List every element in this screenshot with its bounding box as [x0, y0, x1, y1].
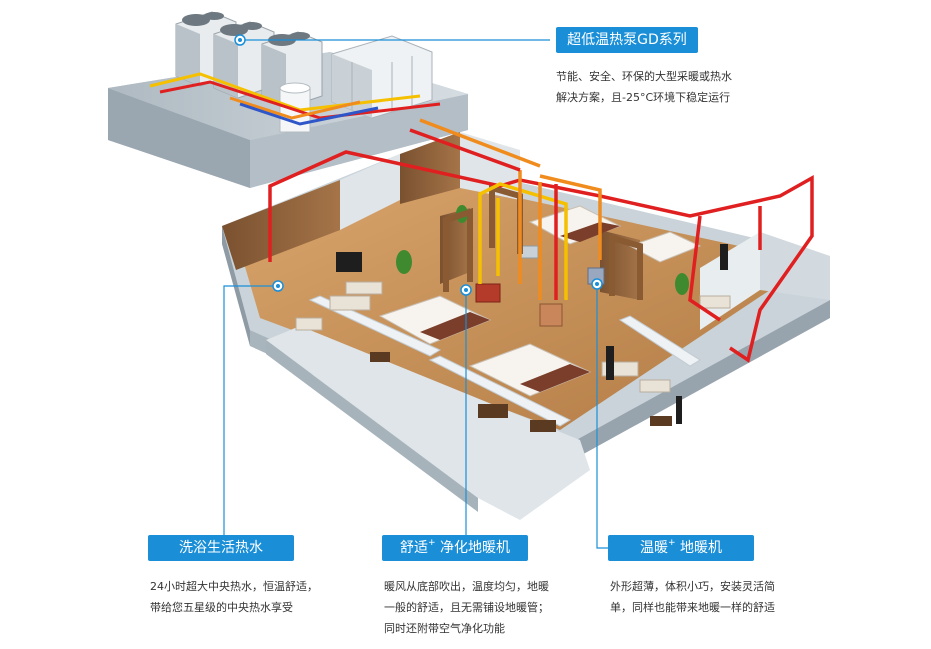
callout-title-sup: + — [668, 538, 676, 548]
building-pipes — [268, 118, 814, 363]
callout-title-comfort-heater: 舒适+ 净化地暖机 — [382, 535, 528, 561]
desc-line: 单，同样也能带来地暖一样的舒适 — [610, 601, 775, 614]
callout-desc-bath-hot-water: 24小时超大中央热水，恒温舒适， 带给您五星级的中央热水享受 — [150, 576, 318, 618]
plant — [396, 205, 689, 295]
television — [336, 244, 728, 424]
desc-line: 24小时超大中央热水，恒温舒适， — [150, 580, 318, 593]
desc-line: 同时还附带空气净化功能 — [384, 622, 505, 635]
furniture-dark — [370, 352, 672, 432]
bed — [628, 231, 702, 263]
bed — [468, 343, 592, 397]
callout-title-heat-pump: 超低温热泵GD系列 — [556, 27, 698, 53]
callout-title-text: 舒适 — [400, 540, 428, 556]
callout-title-text: 超低温热泵GD系列 — [567, 32, 687, 48]
callout-title-text: 地暖机 — [675, 540, 722, 556]
interior-walls — [222, 132, 830, 330]
callout-markers — [234, 34, 603, 296]
desc-line: 节能、安全、环保的大型采暖或热水 — [556, 70, 732, 83]
callout-title-text: 净化地暖机 — [435, 540, 510, 556]
callout-title-sup: + — [428, 538, 436, 548]
furniture — [295, 281, 731, 393]
callout-title-text: 洗浴生活热水 — [179, 540, 263, 556]
callout-title-warm-heater: 温暖+ 地暖机 — [608, 535, 754, 561]
bed — [378, 295, 492, 345]
callout-desc-heat-pump: 节能、安全、环保的大型采暖或热水 解决方案，且-25°C环境下稳定运行 — [556, 66, 732, 108]
callout-desc-comfort-heater: 暖风从底部吹出，温度均匀，地暖 一般的舒适，且无需铺设地暖管； 同时还附带空气净… — [384, 576, 549, 639]
callout-desc-warm-heater: 外形超薄，体积小巧，安装灵活简 单，同样也能带来地暖一样的舒适 — [610, 576, 775, 618]
callout-title-bath-hot-water: 洗浴生活热水 — [148, 535, 294, 561]
desc-line: 暖风从底部吹出，温度均匀，地暖 — [384, 580, 549, 593]
room-dividers — [308, 295, 701, 427]
balcony-ledge — [266, 326, 590, 520]
callout-title-text: 温暖 — [640, 540, 668, 556]
desc-line: 外形超薄，体积小巧，安装灵活简 — [610, 580, 775, 593]
callout-leader-lines — [223, 39, 608, 549]
desc-line: 一般的舒适，且无需铺设地暖管； — [384, 601, 549, 614]
desc-line: 解决方案，且-25°C环境下稳定运行 — [556, 91, 731, 104]
desc-line: 带给您五星级的中央热水享受 — [150, 601, 293, 614]
roof-pipes — [149, 72, 441, 126]
